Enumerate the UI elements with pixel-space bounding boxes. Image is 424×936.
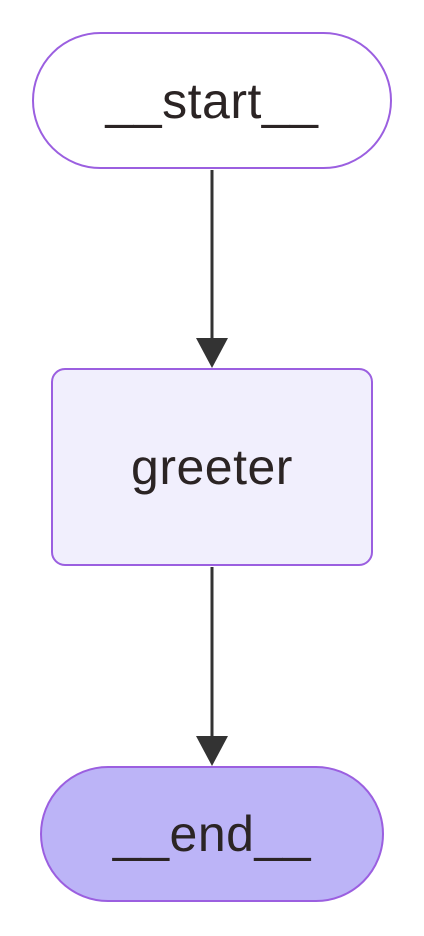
edge-greeter-to-end xyxy=(196,567,228,766)
node-end: __end__ xyxy=(40,766,384,902)
node-greeter: greeter xyxy=(51,368,373,566)
arrowhead-icon xyxy=(196,338,228,368)
node-start: __start__ xyxy=(32,32,392,169)
edge-start-to-greeter xyxy=(196,170,228,368)
arrowhead-icon xyxy=(196,736,228,766)
